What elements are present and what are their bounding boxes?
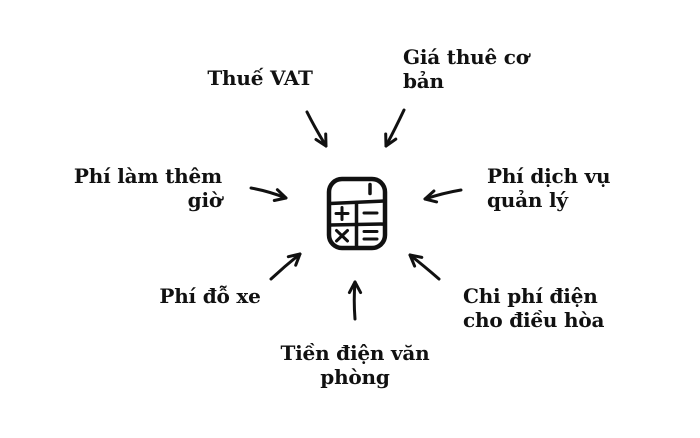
label-text: Giá thuê cơ	[403, 45, 529, 69]
label-text: bản	[403, 69, 444, 93]
label-tien-dien-van-phong: Tiền điện văn phòng	[265, 341, 445, 389]
label-text: phòng	[320, 365, 390, 389]
label-gia-thue-co-ban: Giá thuê cơ bản	[403, 45, 553, 93]
label-text: cho điều hòa	[463, 308, 605, 332]
label-text: Phí dịch vụ	[487, 164, 611, 188]
plus-symbol	[334, 206, 350, 221]
label-text: Tiền điện văn	[280, 341, 430, 365]
arrow-chi-phi-dien	[408, 253, 441, 281]
times-symbol	[335, 229, 349, 243]
calculator-icon	[326, 176, 388, 251]
label-text: Phí đỗ xe	[159, 284, 261, 308]
label-text: Thuế VAT	[207, 66, 313, 90]
label-phi-do-xe: Phí đỗ xe	[130, 284, 290, 308]
label-phi-dich-vu-quan-ly: Phí dịch vụ quản lý	[487, 164, 647, 212]
arrow-phi-lam-them-gio	[249, 186, 288, 202]
arrow-gia-thue-co-ban	[384, 108, 406, 148]
label-phi-lam-them-gio: Phí làm thêm giờ	[52, 164, 222, 212]
arrow-tien-dien-van-phong	[347, 280, 363, 321]
label-text: giờ	[187, 188, 223, 212]
arrow-phi-do-xe	[269, 252, 302, 281]
arrow-phi-dich-vu-quan-ly	[423, 188, 463, 204]
label-text: Phí làm thêm	[73, 164, 222, 188]
label-text: quản lý	[487, 188, 568, 212]
label-chi-phi-dien-cho-dieu-hoa: Chi phí điện cho điều hòa	[463, 284, 633, 332]
arrow-thue-vat	[305, 110, 328, 148]
calculator-grid-horizontal	[328, 222, 387, 227]
label-text: Chi phí điện	[463, 284, 598, 308]
equals-symbol	[362, 230, 379, 241]
label-thue-vat: Thuế VAT	[180, 66, 340, 90]
